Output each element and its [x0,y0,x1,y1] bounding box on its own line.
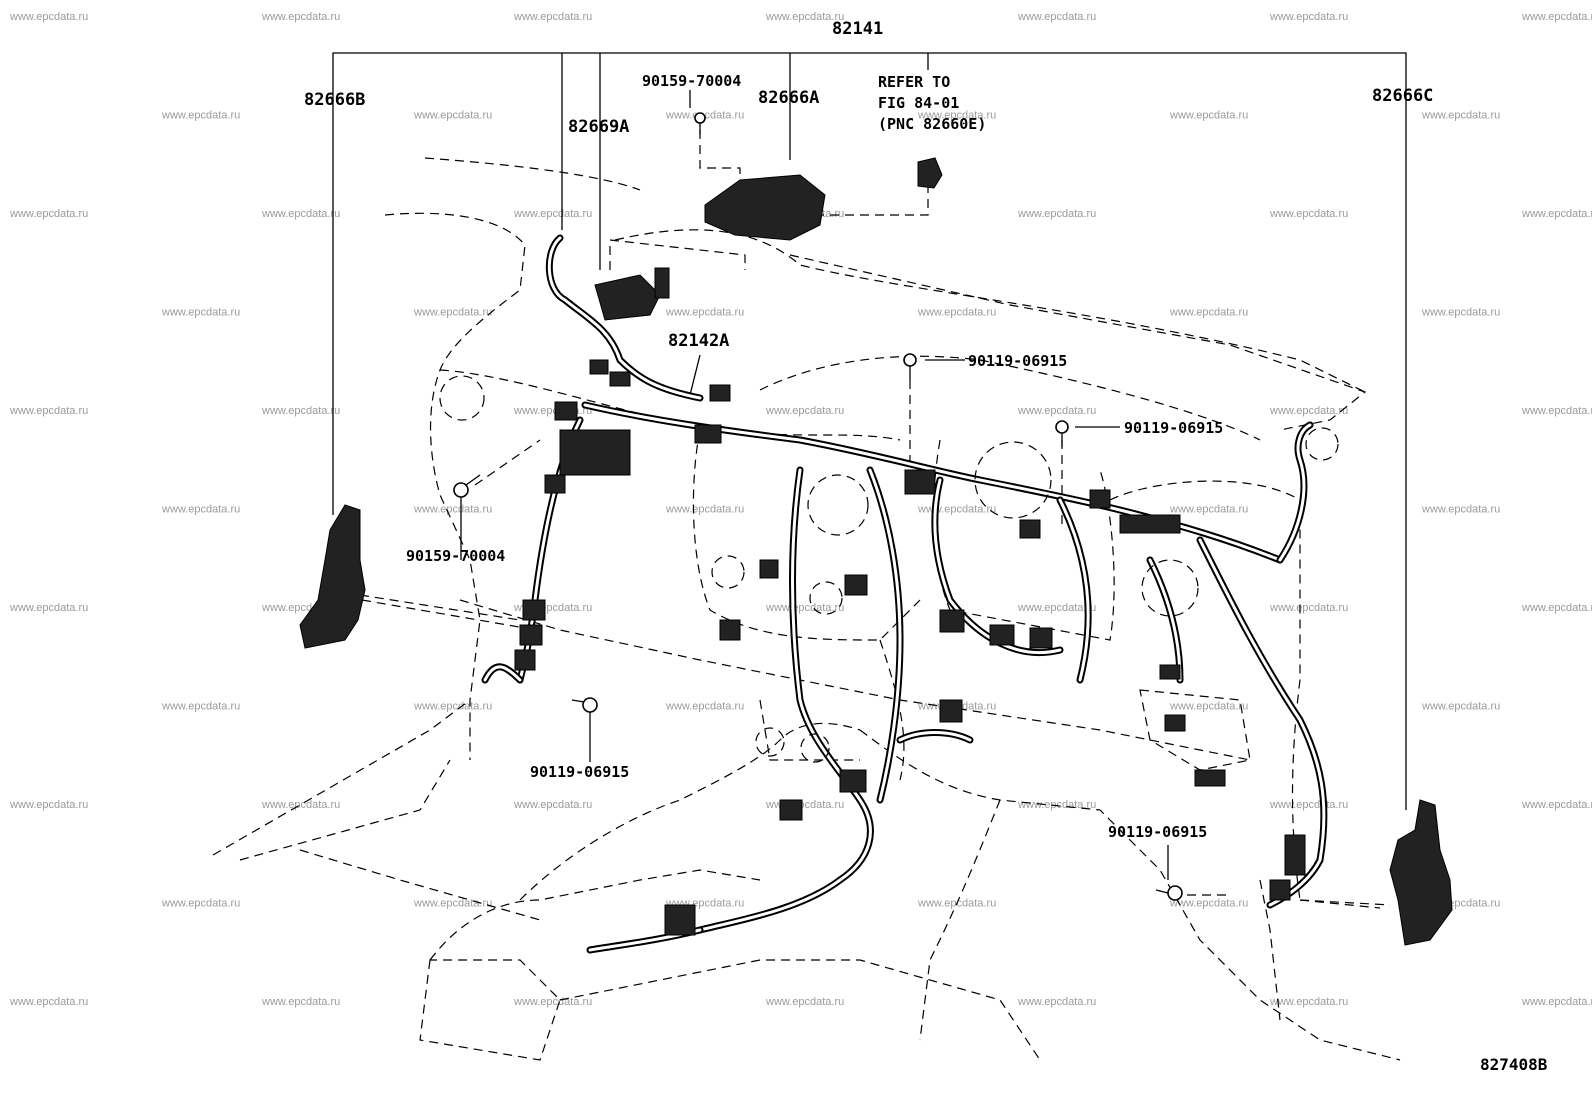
watermark-text: www.epcdata.ru [161,307,240,319]
watermark-text: www.epcdata.ru [1017,996,1096,1008]
watermark-text: www.epcdata.ru [765,996,844,1008]
label-90119-06915-d: 90119-06915 [1108,823,1207,841]
watermark-text: www.epcdata.ru [413,504,492,516]
watermark-text: www.epcdata.ru [513,799,592,811]
watermark-layer: www.epcdata.ru www.epcdata.ru www.epcdata.… [9,11,1592,1008]
watermark-text: www.epcdata.ru [1169,307,1248,319]
clip-90119-06915-a [903,353,917,380]
label-82666b: 82666B [304,90,365,110]
watermark-text: www.epcdata.ru [161,504,240,516]
watermark-text: www.epcdata.ru [1421,701,1500,713]
watermark-text: www.epcdata.ru [513,208,592,220]
watermark-text: www.epcdata.ru [261,799,340,811]
watermark-text: www.epcdata.ru [1421,504,1500,516]
watermark-text: www.epcdata.ru [1269,11,1348,23]
label-refer-line1: REFER TO [878,73,950,91]
watermark-text: www.epcdata.ru [1269,799,1348,811]
harness-connectors [514,359,1306,936]
watermark-text: www.epcdata.ru [261,208,340,220]
label-82141: 82141 [832,19,883,39]
watermark-text: www.epcdata.ru [513,11,592,23]
clip-90119-06915-b [1055,420,1069,447]
watermark-text: www.epcdata.ru [513,405,592,417]
watermark-text: www.epcdata.ru [1269,208,1348,220]
watermark-text: www.epcdata.ru [261,11,340,23]
label-90119-06915-b: 90119-06915 [1124,419,1223,437]
relay-82660e [917,157,943,189]
label-90119-06915-a: 90119-06915 [968,352,1067,370]
watermark-text: www.epcdata.ru [161,701,240,713]
label-82666c: 82666C [1372,86,1433,106]
watermark-text: www.epcdata.ru [765,11,844,23]
clip-90159-70004-top [694,112,706,135]
relay-block-82669a [594,267,670,321]
watermark-text: www.epcdata.ru [1421,110,1500,122]
watermark-text: www.epcdata.ru [9,405,88,417]
watermark-text: www.epcdata.ru [161,110,240,122]
watermark-text: www.epcdata.ru [161,898,240,910]
watermark-text: www.epcdata.ru [1521,799,1592,811]
watermark-text: www.epcdata.ru [513,996,592,1008]
labels: 82141 82666B 82669A 90159-70004 82666A R… [304,19,1548,1074]
watermark-text: www.epcdata.ru [1017,208,1096,220]
watermark-text: www.epcdata.ru [1521,208,1592,220]
watermark-text: www.epcdata.ru [9,11,88,23]
dashboard-vents [439,375,1339,763]
watermark-text: www.epcdata.ru [9,208,88,220]
watermark-text: www.epcdata.ru [413,898,492,910]
label-90159-70004-left: 90159-70004 [406,547,505,565]
watermark-text: www.epcdata.ru [413,110,492,122]
watermark-text: www.epcdata.ru [1017,11,1096,23]
watermark-text: www.epcdata.ru [1169,898,1248,910]
watermark-text: www.epcdata.ru [917,110,996,122]
label-82142a: 82142A [668,331,729,351]
watermark-text: www.epcdata.ru [1521,996,1592,1008]
clip-90119-06915-c [571,697,598,713]
clip-90159-70004-left [453,474,481,498]
watermark-text: www.epcdata.ru [1017,405,1096,417]
label-refer-line3: (PNC 82660E) [878,115,986,133]
watermark-text: www.epcdata.ru [413,701,492,713]
watermark-text: www.epcdata.ru [1169,110,1248,122]
watermark-text: www.epcdata.ru [665,307,744,319]
label-refer-line2: FIG 84-01 [878,94,959,112]
watermark-text: www.epcdata.ru [9,602,88,614]
watermark-text: www.epcdata.ru [917,307,996,319]
label-82669a: 82669A [568,117,629,137]
bracket-82666c [1389,799,1453,946]
bracket-82141 [332,52,1407,810]
watermark-text: www.epcdata.ru [765,799,844,811]
watermark-text: www.epcdata.ru [413,307,492,319]
watermark-text: www.epcdata.ru [1521,11,1592,23]
watermark-text: www.epcdata.ru [1017,799,1096,811]
label-82666a: 82666A [758,88,819,108]
watermark-text: www.epcdata.ru [765,602,844,614]
watermark-text: www.epcdata.ru [1169,504,1248,516]
label-90159-70004-top: 90159-70004 [642,72,741,90]
watermark-text: www.epcdata.ru [1269,996,1348,1008]
watermark-text: www.epcdata.ru [1269,602,1348,614]
wire-harness-82141 [481,234,1328,954]
watermark-text: www.epcdata.ru [665,504,744,516]
watermark-text: www.epcdata.ru [1017,602,1096,614]
dashboard-outline [212,157,1401,1061]
watermark-text: www.epcdata.ru [1421,307,1500,319]
junction-block-82666a [704,174,826,241]
watermark-text: www.epcdata.ru [9,996,88,1008]
watermark-text: www.epcdata.ru [665,701,744,713]
label-90119-06915-c: 90119-06915 [530,763,629,781]
figure-number: 827408B [1480,1055,1548,1074]
bracket-82666b [299,504,366,649]
watermark-text: www.epcdata.ru [1169,701,1248,713]
watermark-text: www.epcdata.ru [765,405,844,417]
watermark-text: www.epcdata.ru [1269,405,1348,417]
watermark-text: www.epcdata.ru [1521,405,1592,417]
clip-90119-06915-d [1155,885,1183,901]
watermark-text: www.epcdata.ru [261,996,340,1008]
watermark-text: www.epcdata.ru [261,405,340,417]
watermark-text: www.epcdata.ru [9,799,88,811]
watermark-text: www.epcdata.ru [1521,602,1592,614]
